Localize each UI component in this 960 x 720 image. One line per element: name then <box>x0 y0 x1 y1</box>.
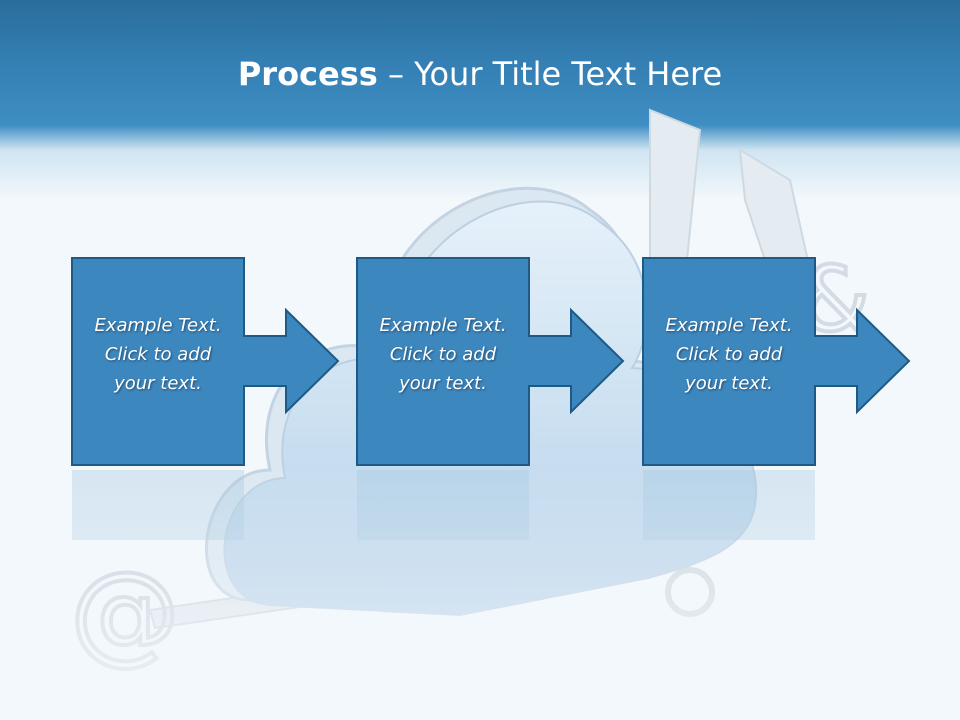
step-2-line-2: Click to add <box>389 344 497 365</box>
step-1-line-3: your text. <box>114 373 202 394</box>
process-step-2[interactable] <box>356 257 625 466</box>
step-3-line-3: your text. <box>685 373 773 394</box>
step-2-line-1: Example Text. <box>379 315 507 336</box>
title-rest: – Your Title Text Here <box>377 55 723 93</box>
step-2-line-3: your text. <box>399 373 487 394</box>
step-3-text[interactable]: Example Text. Click to add your text. <box>643 311 815 398</box>
step-1-line-2: Click to add <box>104 344 212 365</box>
step-3-line-1: Example Text. <box>665 315 793 336</box>
step-3-line-2: Click to add <box>675 344 783 365</box>
slide-title[interactable]: Process – Your Title Text Here <box>0 52 960 96</box>
step-2-text[interactable]: Example Text. Click to add your text. <box>357 311 529 398</box>
process-step-1[interactable] <box>71 257 340 466</box>
header-band <box>0 0 960 200</box>
title-bold: Process <box>237 55 378 93</box>
step-1-line-1: Example Text. <box>94 315 222 336</box>
step-1-text[interactable]: Example Text. Click to add your text. <box>72 311 244 398</box>
process-step-3[interactable] <box>642 257 911 466</box>
